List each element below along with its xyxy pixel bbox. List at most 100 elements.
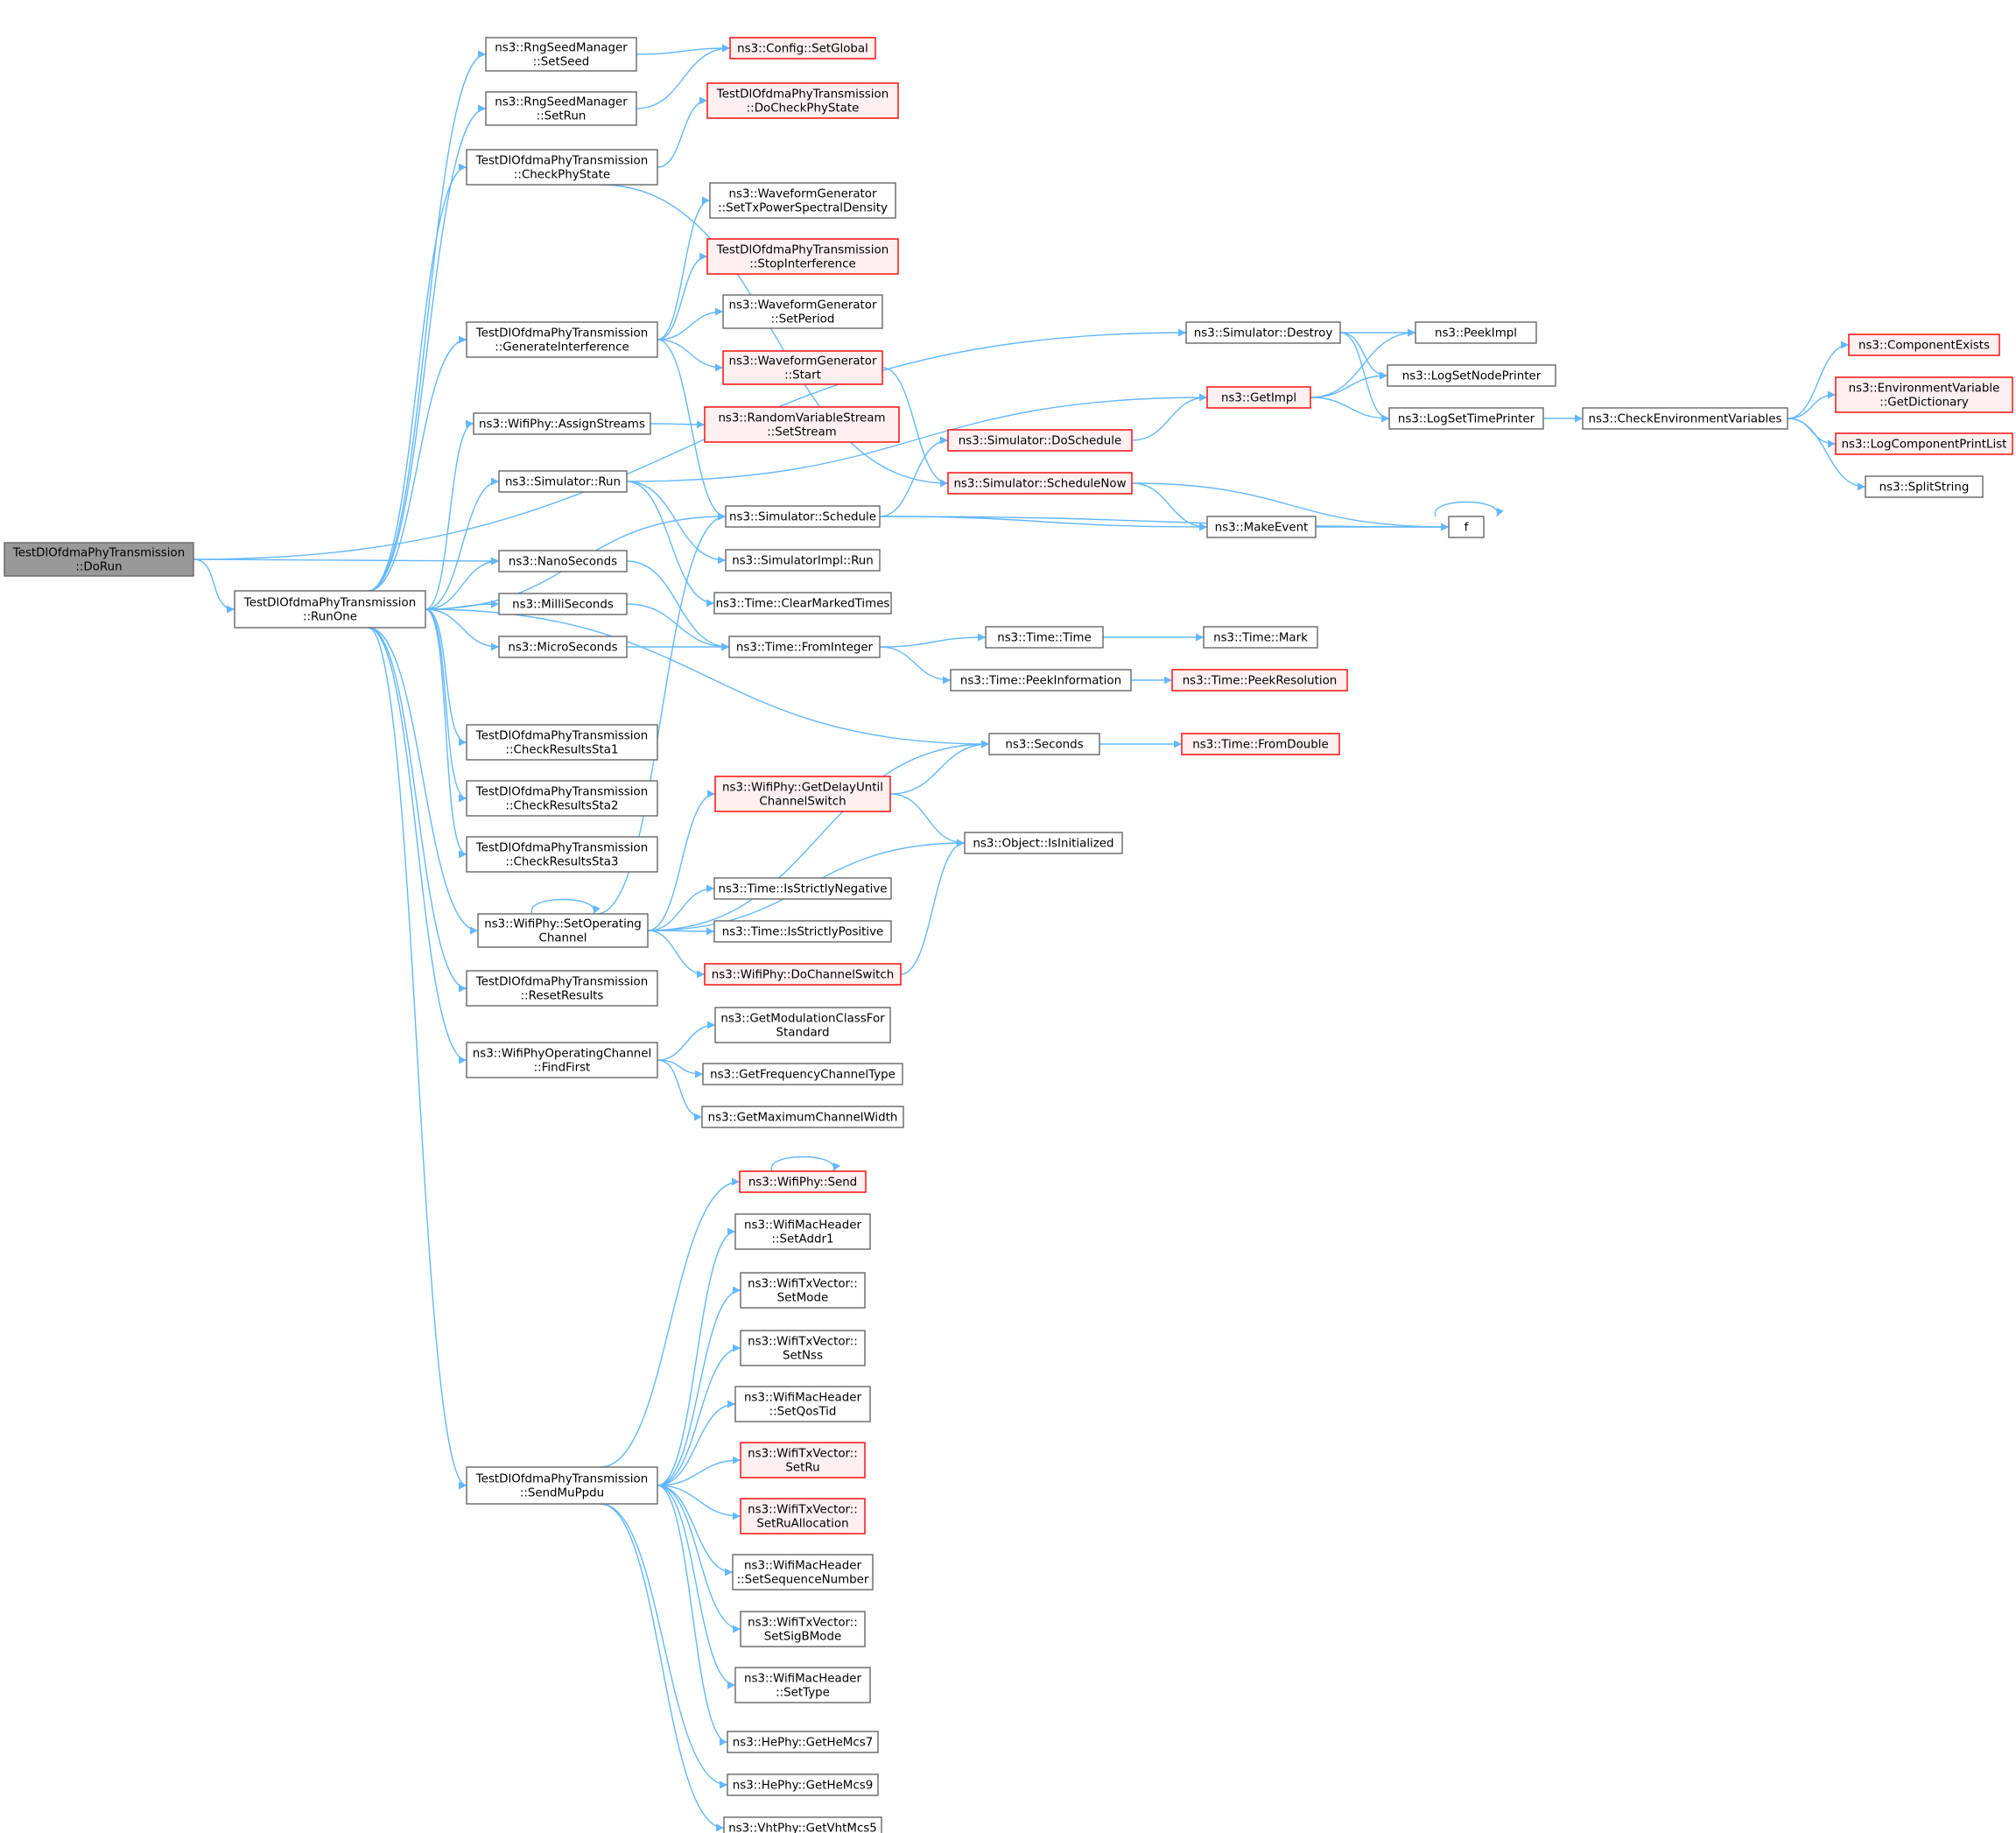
edge-wifiphysend-to-wifiphysend: [770, 1155, 840, 1172]
node-simdestroy[interactable]: ns3::Simulator::Destroy: [1185, 321, 1341, 344]
node-box: [1865, 475, 1984, 498]
node-box: [732, 1554, 874, 1591]
node-getimpl[interactable]: ns3::GetImpl: [1206, 386, 1311, 409]
node-label: ns3::WifiTxVector::: [748, 1504, 858, 1517]
node-setglobal[interactable]: ns3::Config::SetGlobal: [729, 37, 876, 60]
node-milliseconds[interactable]: ns3::MilliSeconds: [498, 593, 628, 615]
node-simrun[interactable]: ns3::Simulator::Run: [498, 470, 628, 493]
node-label: SetMode: [777, 1292, 828, 1305]
node-gethemcs7[interactable]: ns3::HePhy::GetHeMcs7: [727, 1731, 879, 1753]
node-label: ns3::Time::Mark: [1213, 632, 1308, 645]
node-getvhtmcs5[interactable]: ns3::VhtPhy::GetVhtMcs5: [723, 1816, 882, 1833]
node-label: ns3::ComponentExists: [1858, 340, 1990, 353]
node-setrualloc[interactable]: ns3::WifiTxVector::SetRuAllocation: [740, 1498, 866, 1535]
node-wfstart[interactable]: ns3::WaveformGenerator::Start: [722, 350, 883, 385]
node-gethemcs9[interactable]: ns3::HePhy::GetHeMcs9: [727, 1773, 879, 1796]
node-setmode[interactable]: ns3::WifiTxVector::SetMode: [740, 1272, 866, 1309]
edge-sendmuppdu-to-gethemcs7: [657, 1485, 728, 1746]
node-peekinfo[interactable]: ns3::Time::PeekInformation: [950, 669, 1132, 692]
node-geninterf[interactable]: TestDlOfdmaPhyTransmission::GenerateInte…: [466, 321, 658, 358]
node-box: [714, 776, 891, 812]
node-box: [701, 1106, 904, 1128]
node-checksta1[interactable]: TestDlOfdmaPhyTransmission::CheckResults…: [466, 724, 658, 761]
edge-runone-to-setopchan: [368, 627, 479, 935]
node-splitstring[interactable]: ns3::SplitString: [1865, 475, 1984, 498]
node-schedule[interactable]: ns3::Simulator::Schedule: [725, 505, 881, 528]
node-setnss[interactable]: ns3::WifiTxVector::SetNss: [740, 1330, 866, 1366]
node-peekres[interactable]: ns3::Time::PeekResolution: [1171, 669, 1348, 692]
node-frominteger[interactable]: ns3::Time::FromInteger: [728, 636, 881, 658]
node-compexists[interactable]: ns3::ComponentExists: [1848, 334, 2000, 356]
node-microseconds[interactable]: ns3::MicroSeconds: [498, 636, 628, 658]
node-box: [1206, 516, 1317, 538]
node-label: ::CheckResultsSta3: [505, 856, 618, 869]
node-box: [706, 238, 899, 275]
node-fromdouble[interactable]: ns3::Time::FromDouble: [1181, 733, 1340, 755]
node-timetime[interactable]: ns3::Time::Time: [985, 626, 1104, 649]
node-timemark[interactable]: ns3::Time::Mark: [1203, 626, 1318, 649]
node-dochanswitch[interactable]: ns3::WifiPhy::DoChannelSwitch: [704, 963, 902, 986]
node-isinit[interactable]: ns3::Object::IsInitialized: [964, 832, 1123, 854]
node-label: ns3::Time::IsStrictlyPositive: [722, 926, 884, 939]
node-clearmarked[interactable]: ns3::Time::ClearMarkedTimes: [713, 592, 892, 615]
node-label: ::StopInterference: [749, 258, 855, 271]
node-settxpsd[interactable]: ns3::WaveformGenerator::SetTxPowerSpectr…: [709, 182, 896, 219]
node-logcomplist[interactable]: ns3::LogComponentPrintList: [1835, 432, 2013, 455]
edge-simrun-to-clearmarked: [626, 481, 715, 607]
node-setsigbmode[interactable]: ns3::WifiTxVector::SetSigBMode: [740, 1611, 866, 1647]
edge-geninterf-to-schedule: [657, 339, 727, 521]
node-setqostid[interactable]: ns3::WifiMacHeader::SetQosTid: [734, 1386, 871, 1422]
edge-f-to-f: [1434, 501, 1504, 517]
node-getmaxchan[interactable]: ns3::GetMaximumChannelWidth: [701, 1106, 904, 1128]
node-nanoseconds[interactable]: ns3::NanoSeconds: [498, 550, 628, 572]
node-peekimpl[interactable]: ns3::PeekImpl: [1415, 321, 1537, 344]
node-makeevent[interactable]: ns3::MakeEvent: [1206, 516, 1317, 538]
node-checksta3[interactable]: TestDlOfdmaPhyTransmission::CheckResults…: [466, 836, 658, 873]
node-setrun[interactable]: ns3::RngSeedManager::SetRun: [485, 91, 637, 126]
edge-dorun-to-nanoseconds: [193, 557, 500, 565]
node-wifiphysend[interactable]: ns3::WifiPhy::Send: [739, 1170, 867, 1193]
node-findfirst[interactable]: ns3::WifiPhyOperatingChannel::FindFirst: [466, 1042, 658, 1078]
node-isstrictpos[interactable]: ns3::Time::IsStrictlyPositive: [713, 920, 892, 943]
edge-simrun-to-getimpl: [626, 393, 1208, 482]
node-checksta2[interactable]: TestDlOfdmaPhyTransmission::CheckResults…: [466, 780, 658, 817]
node-label: ns3::Time::FromDouble: [1192, 739, 1328, 752]
node-stopinterf[interactable]: TestDlOfdmaPhyTransmission::StopInterfer…: [706, 238, 899, 275]
node-setaddr1[interactable]: ns3::WifiMacHeader::SetAddr1: [734, 1213, 871, 1250]
node-label: ns3::WifiMacHeader: [744, 1219, 861, 1233]
node-f[interactable]: f: [1448, 516, 1485, 538]
node-label: ns3::NanoSeconds: [509, 556, 617, 569]
node-box: [466, 321, 658, 358]
node-setseqnum[interactable]: ns3::WifiMacHeader::SetSequenceNumber: [732, 1554, 874, 1591]
node-checkenv[interactable]: ns3::CheckEnvironmentVariables: [1582, 407, 1788, 430]
node-box: [713, 920, 892, 943]
node-doschedule[interactable]: ns3::Simulator::DoSchedule: [947, 429, 1133, 452]
node-setperiod[interactable]: ns3::WaveformGenerator::SetPeriod: [722, 294, 883, 329]
node-getfreqchan[interactable]: ns3::GetFrequencyChannelType: [702, 1063, 903, 1085]
node-setstream[interactable]: ns3::RandomVariableStream::SetStream: [704, 406, 900, 443]
node-label: TestDlOfdmaPhyTransmission: [12, 547, 185, 560]
node-seconds[interactable]: ns3::Seconds: [988, 733, 1100, 755]
node-runone[interactable]: TestDlOfdmaPhyTransmission::RunOne: [234, 590, 426, 629]
node-schedulenow[interactable]: ns3::Simulator::ScheduleNow: [947, 472, 1133, 495]
node-setseed[interactable]: ns3::RngSeedManager::SetSeed: [485, 37, 637, 72]
node-docheckphystate[interactable]: TestDlOfdmaPhyTransmission::DoCheckPhySt…: [706, 82, 899, 119]
node-simimplrun[interactable]: ns3::SimulatorImpl::Run: [725, 549, 881, 572]
node-box: [1835, 376, 2013, 413]
node-setru[interactable]: ns3::WifiTxVector::SetRu: [740, 1442, 866, 1478]
node-assignstreams[interactable]: ns3::WifiPhy::AssignStreams: [473, 412, 651, 435]
node-settype[interactable]: ns3::WifiMacHeader::SetType: [734, 1667, 871, 1703]
node-envdict[interactable]: ns3::EnvironmentVariable::GetDictionary: [1835, 376, 2013, 413]
node-dorun[interactable]: TestDlOfdmaPhyTransmission::DoRun: [4, 542, 194, 577]
node-logsettime[interactable]: ns3::LogSetTimePrinter: [1388, 407, 1544, 430]
node-logsetnode[interactable]: ns3::LogSetNodePrinter: [1387, 364, 1556, 387]
node-label: ns3::CheckEnvironmentVariables: [1589, 413, 1782, 426]
node-checkphystate[interactable]: TestDlOfdmaPhyTransmission::CheckPhyStat…: [466, 149, 658, 186]
node-isstrictneg[interactable]: ns3::Time::IsStrictlyNegative: [713, 877, 892, 900]
node-sendmuppdu[interactable]: TestDlOfdmaPhyTransmission::SendMuPpdu: [466, 1466, 658, 1505]
node-resetresults[interactable]: TestDlOfdmaPhyTransmission::ResetResults: [466, 970, 658, 1007]
node-box: [1388, 407, 1544, 430]
